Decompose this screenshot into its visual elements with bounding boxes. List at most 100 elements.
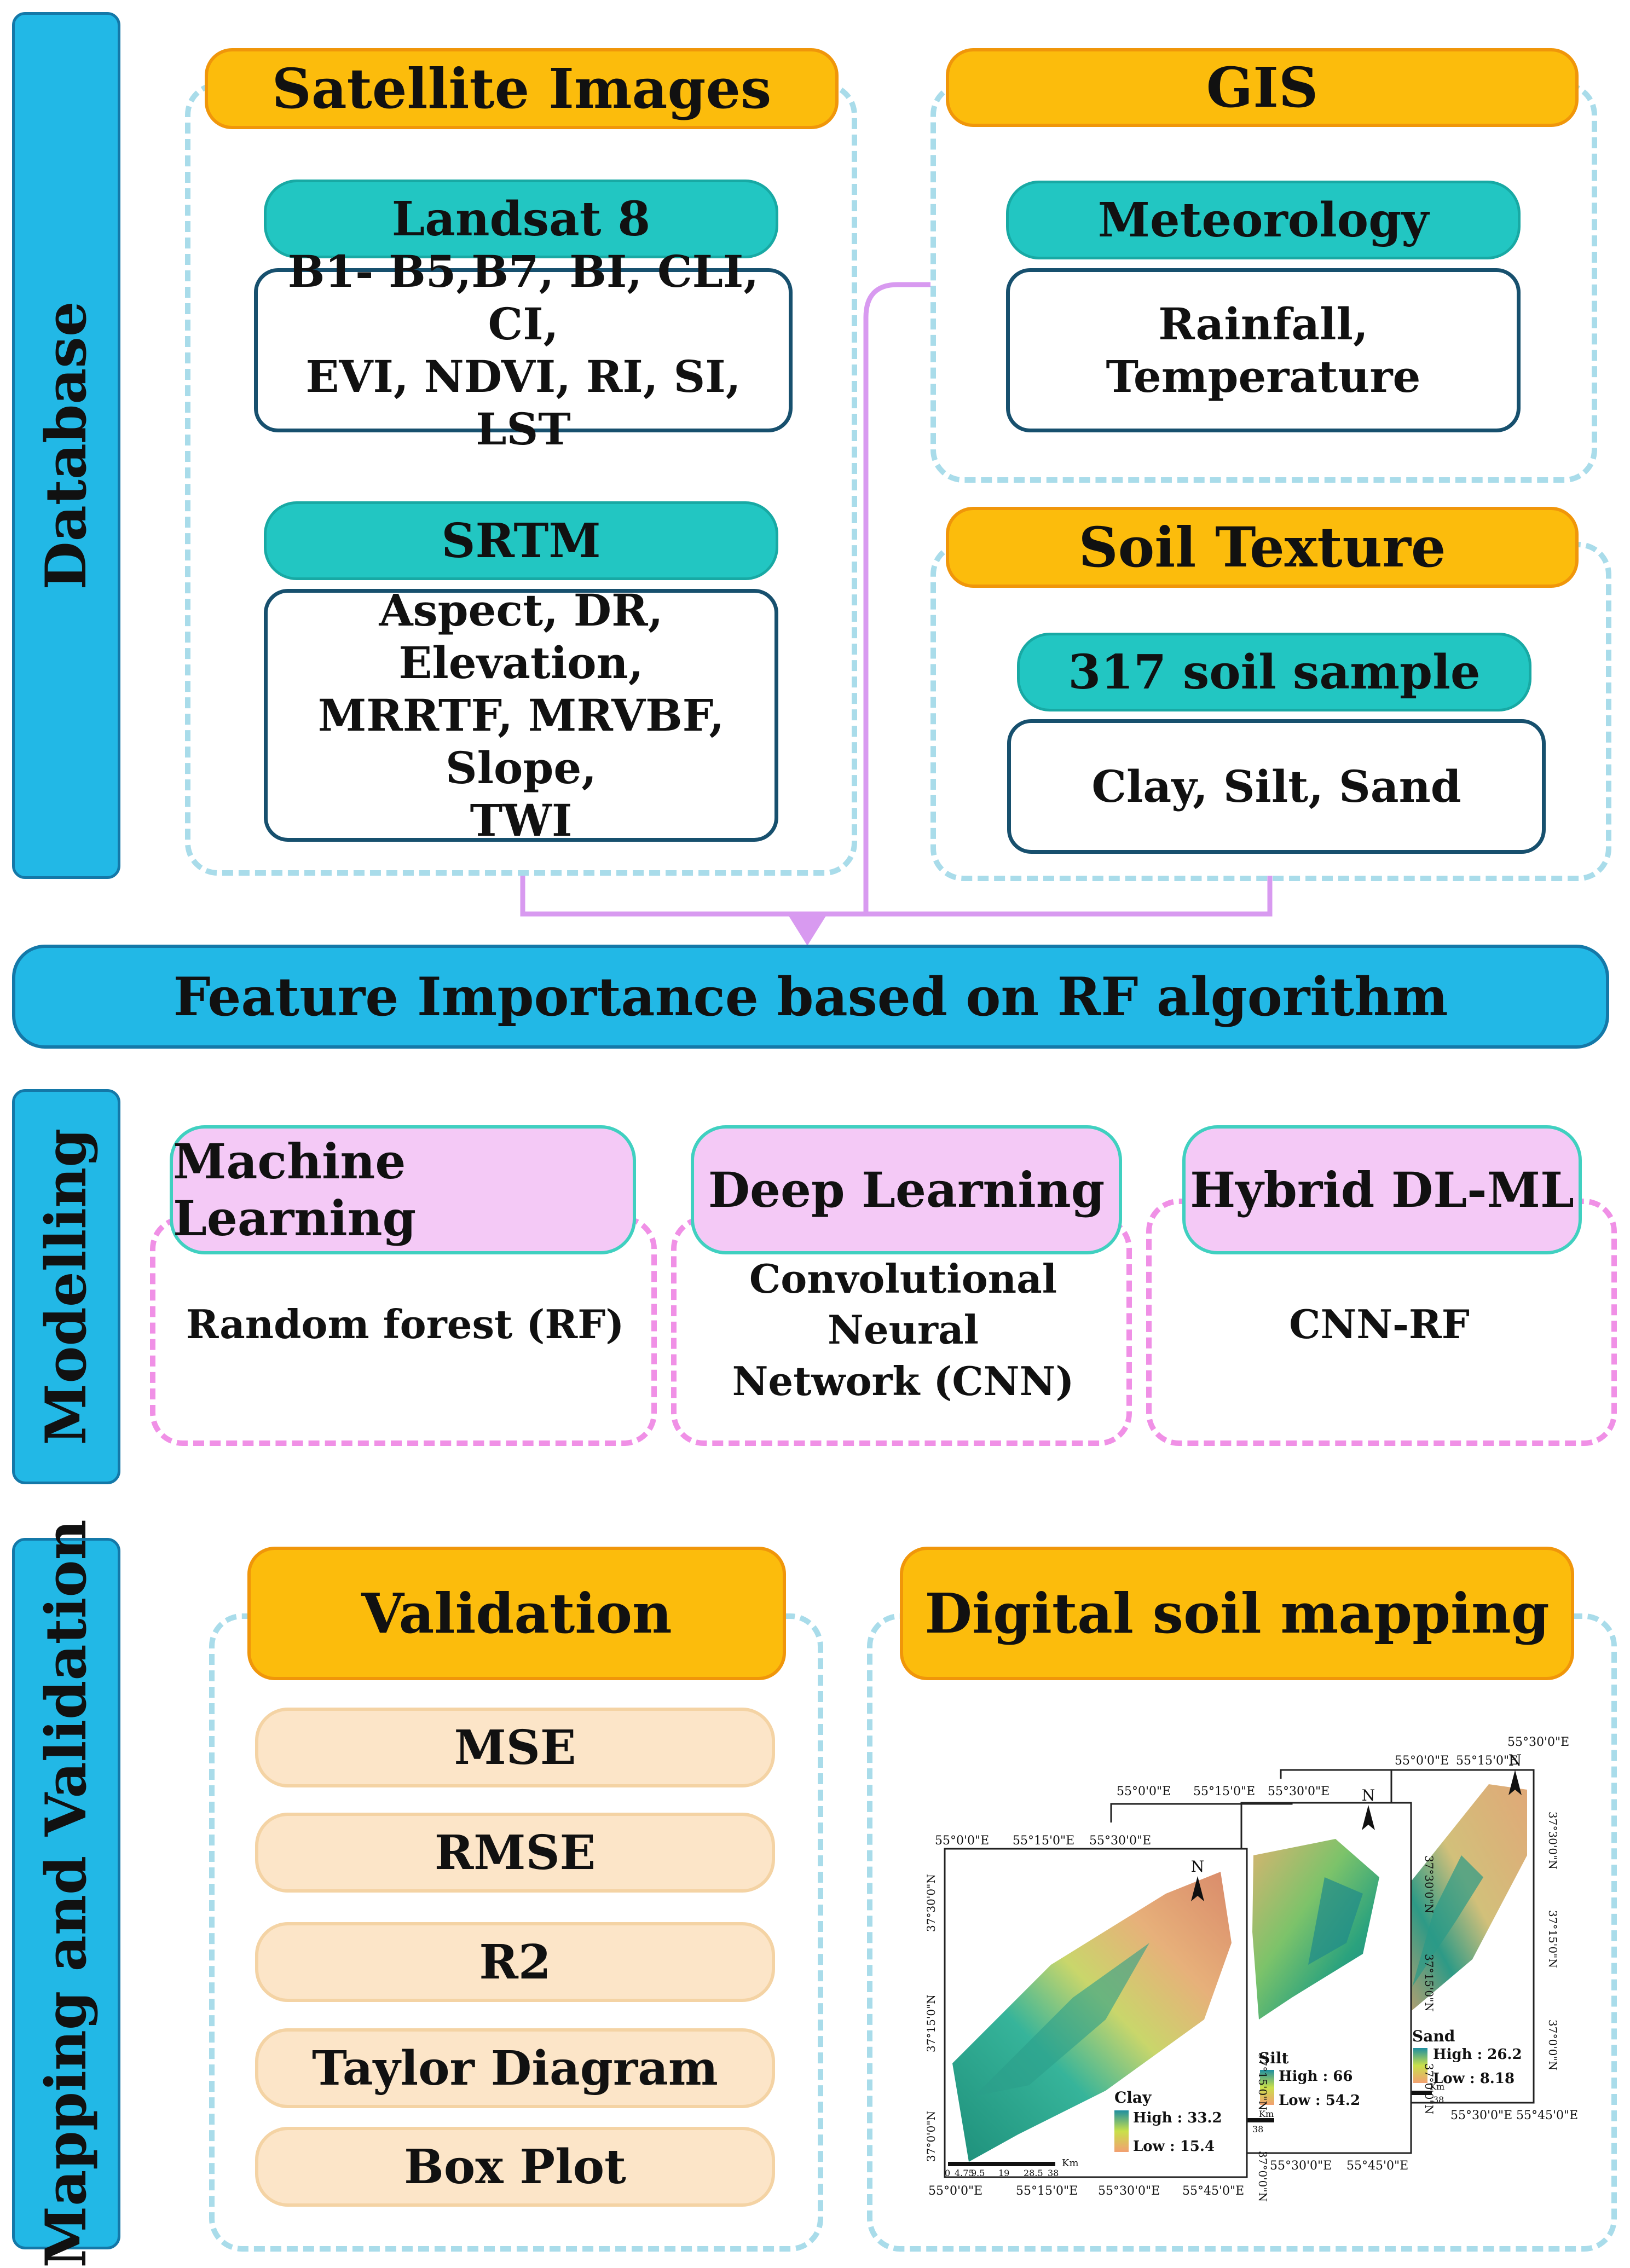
- silt-top-tick-1: 55°0'0"E: [1117, 1785, 1171, 1798]
- landsat-line-1: B1- B5,B7, BI, CLI, CI,: [287, 246, 759, 350]
- feature-importance-banner: Feature Importance based on RF algorithm: [12, 945, 1609, 1049]
- metric-r2: R2: [255, 1922, 775, 2002]
- svg-text:N: N: [1508, 1751, 1522, 1769]
- clay-bottom-tick-4: 55°45'0"E: [1182, 2184, 1244, 2198]
- clay-bottom-tick-2: 55°15'0"E: [1016, 2184, 1078, 2198]
- silt-map: N Silt High : 66 Low : 54.2 Km 38 55°0'0…: [1117, 1785, 1436, 2173]
- connector-arrow-icon: [788, 915, 826, 946]
- sidebar-mapping: Mapping and Validation: [12, 1519, 120, 2268]
- srtm-line-3: TWI: [470, 795, 573, 846]
- sand-legend-ramp: [1413, 2048, 1427, 2083]
- silt-north-arrow-icon: N: [1362, 1786, 1375, 1830]
- silt-scale-unit: Km: [1259, 2109, 1274, 2119]
- landsat-header: Landsat 8: [264, 180, 778, 258]
- machine-learning-model: Random forest (RF): [164, 1270, 646, 1379]
- silt-top-tick-2: 55°15'0"E: [1193, 1785, 1255, 1798]
- clay-low: Low : 15.4: [1133, 2138, 1215, 2155]
- sand-low: Low : 8.18: [1433, 2070, 1515, 2087]
- soil-maps-figure: N Sand High : 26.2 Low : 8.18 Km 38 55°0…: [924, 1735, 1578, 2202]
- hybrid-header: Hybrid DL-ML: [1182, 1125, 1582, 1254]
- silt-low: Low : 54.2: [1279, 2092, 1360, 2109]
- dl-model-line-1: Convolutional Neural: [749, 1255, 1057, 1353]
- sand-top-tick-2: 55°15'0"E: [1456, 1754, 1518, 1768]
- clay-top-tick-1: 55°0'0"E: [935, 1834, 989, 1848]
- sand-map: N Sand High : 26.2 Low : 8.18 Km 38 55°0…: [1390, 1735, 1578, 2122]
- digital-soil-mapping-header: Digital soil mapping: [900, 1547, 1574, 1680]
- clay-top-tick-2: 55°15'0"E: [1013, 1834, 1074, 1848]
- sand-north-arrow-icon: N: [1508, 1751, 1522, 1795]
- sand-right-tick-3: 37°0'0"N: [1546, 2020, 1559, 2070]
- silt-scale-bar: [1247, 2118, 1274, 2122]
- sidebar-modelling: Modelling: [12, 1089, 120, 1484]
- silt-top-tick-3: 55°30'0"E: [1268, 1785, 1330, 1798]
- sand-scale-unit: Km: [1430, 2081, 1444, 2092]
- sand-high: High : 26.2: [1433, 2046, 1522, 2063]
- metric-rmse: RMSE: [255, 1813, 775, 1893]
- clay-scale-4: 28.5: [1024, 2168, 1043, 2178]
- clay-scale-unit: Km: [1062, 2157, 1079, 2169]
- clay-scale-bar: [948, 2162, 1055, 2166]
- clay-bottom-tick-1: 55°0'0"E: [928, 2184, 982, 2198]
- silt-right-tick-2: 37°15'0"N: [1423, 1954, 1436, 2012]
- validation-header: Validation: [247, 1547, 786, 1680]
- sand-label: Sand: [1412, 2027, 1455, 2045]
- hybrid-model: CNN-RF: [1155, 1270, 1604, 1379]
- clay-legend-ramp: [1114, 2110, 1129, 2152]
- svg-text:N: N: [1191, 1858, 1205, 1876]
- silt-right-tick-1: 37°30'0"N: [1423, 1855, 1436, 1913]
- meteorology-header: Meteorology: [1006, 181, 1521, 259]
- map-stack-line-1: [1110, 1803, 1293, 1822]
- sand-right-tick-1: 37°30'0"N: [1546, 1812, 1559, 1870]
- silt-legend-ramp: [1260, 2070, 1274, 2105]
- srtm-variables: Aspect, DR, Elevation, MRRTF, MRVBF, Slo…: [264, 585, 778, 846]
- sand-right-tick-2: 37°15'0"N: [1546, 1910, 1559, 1968]
- metric-mse: MSE: [255, 1708, 775, 1787]
- clay-bottom-tick-3: 55°30'0"E: [1098, 2184, 1160, 2198]
- dl-model-line-2: Network (CNN): [732, 1357, 1074, 1404]
- clay-left-tick-3: 37°0'0"N: [924, 2111, 938, 2162]
- clay-north-arrow-icon: N: [1191, 1858, 1205, 1901]
- clay-scale-5: 38: [1048, 2168, 1059, 2178]
- srtm-header: SRTM: [264, 501, 778, 580]
- gis-header: GIS: [946, 48, 1579, 127]
- clay-scale-3: 19: [998, 2168, 1009, 2178]
- landsat-line-2: EVI, NDVI, RI, SI, LST: [305, 351, 741, 455]
- map-stack-line-2: [1280, 1769, 1391, 1779]
- deep-learning-header: Deep Learning: [691, 1125, 1122, 1254]
- silt-bottom-tick-1: 55°30'0"E: [1270, 2159, 1332, 2173]
- deep-learning-model: Convolutional Neural Network (CNN): [679, 1256, 1128, 1404]
- clay-scale-0: 0: [945, 2168, 950, 2178]
- sand-scale-38: 38: [1433, 2095, 1444, 2105]
- srtm-line-2: MRRTF, MRVBF, Slope,: [317, 690, 725, 794]
- sand-bottom-tick-2: 55°45'0"E: [1516, 2109, 1578, 2122]
- machine-learning-header: Machine Learning: [170, 1125, 636, 1254]
- clay-top-tick-3: 55°30'0"E: [1089, 1834, 1151, 1848]
- clay-scale-1: 4.75: [955, 2168, 974, 2178]
- metric-box-plot: Box Plot: [255, 2127, 775, 2207]
- silt-bottom-tick-2: 55°45'0"E: [1346, 2159, 1408, 2173]
- sand-top-tick-3: 55°30'0"E: [1507, 1735, 1569, 1749]
- silt-label: Silt: [1259, 2049, 1288, 2067]
- connector-gis: [863, 282, 930, 914]
- meteorology-variables: Rainfall, Temperature: [1006, 268, 1521, 432]
- ml-model-line-1: Random forest (RF): [186, 1301, 625, 1348]
- clay-label: Clay: [1114, 2088, 1152, 2107]
- connector-satellite: [520, 875, 1273, 917]
- srtm-line-1: Aspect, DR, Elevation,: [379, 585, 663, 688]
- landsat-variables: B1- B5,B7, BI, CLI, CI, EVI, NDVI, RI, S…: [254, 246, 793, 455]
- clay-left-tick-1: 37°30'0"N: [924, 1874, 938, 1932]
- hybrid-model-line-1: CNN-RF: [1289, 1301, 1470, 1348]
- clay-left-tick-2: 37°15'0"N: [924, 1994, 938, 2052]
- sidebar-database: Database: [12, 12, 120, 879]
- sand-scale-bar: [1404, 2091, 1432, 2095]
- silt-high: High : 66: [1279, 2068, 1352, 2085]
- clay-map: N Clay High : 33.2 Low : 15.4 Km 0 4.75 …: [924, 1834, 1269, 2202]
- satellite-images-header: Satellite Images: [205, 48, 839, 129]
- clay-high: High : 33.2: [1133, 2110, 1222, 2126]
- clay-scale-2: 9.5: [971, 2168, 985, 2178]
- clay-right-tick-1: 37°15'0"N: [1256, 2052, 1269, 2110]
- soil-sample-header: 317 soil sample: [1017, 633, 1531, 711]
- silt-right-tick-3: 37°0'0"N: [1423, 2063, 1436, 2114]
- soil-texture-header: Soil Texture: [946, 507, 1579, 588]
